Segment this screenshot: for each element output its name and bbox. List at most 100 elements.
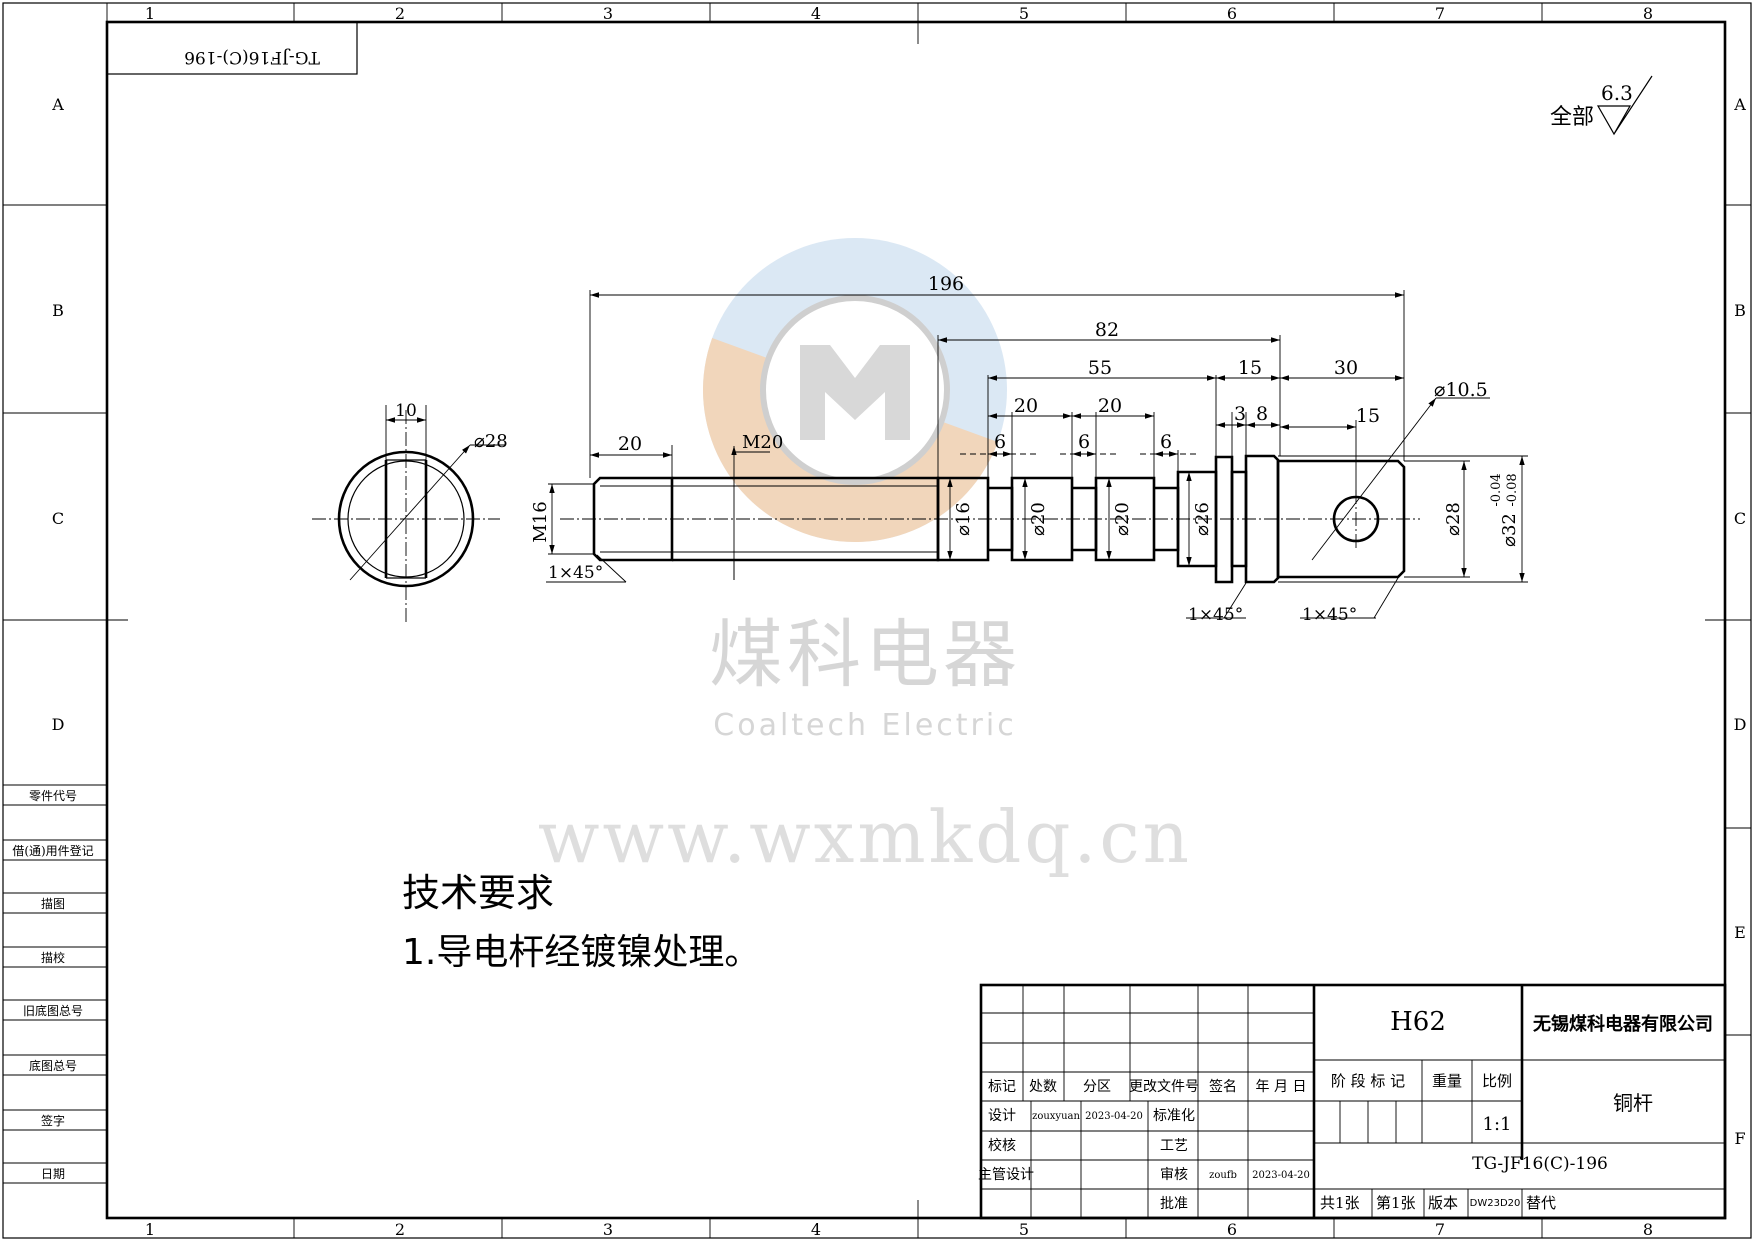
tb-header: 更改文件号	[1129, 1079, 1199, 1095]
col-label: 6	[1227, 1220, 1237, 1239]
roughness-value: 6.3	[1601, 81, 1633, 105]
tb-replace-label: 替代	[1526, 1194, 1556, 1212]
tb-design-label: 设计	[988, 1108, 1016, 1124]
surface-roughness-symbol: 全部 6.3	[1550, 75, 1653, 136]
col-label: 4	[811, 1220, 821, 1239]
tb-process-label: 工艺	[1160, 1138, 1188, 1154]
tb-sheet-no: 第1张	[1376, 1194, 1416, 1212]
col-label: 2	[395, 4, 405, 23]
row-label: E	[1734, 923, 1746, 942]
row-label: C	[1734, 509, 1746, 528]
tb-stage-label: 阶 段 标 记	[1331, 1072, 1405, 1090]
tb-part-name: 铜杆	[1613, 1091, 1653, 1115]
dim-82: 82	[1095, 319, 1119, 341]
tb-scale-label: 比例	[1482, 1072, 1512, 1090]
dim-chamfer-flange: 1×45°	[1188, 605, 1243, 625]
dim-chamfer-left: 1×45°	[548, 563, 603, 583]
tb-drawing-no: TG-JF16(C)-196	[1472, 1154, 1608, 1174]
row-label: A	[51, 95, 64, 114]
register-label: 借(通)用件登记	[12, 843, 93, 858]
dim-dia32: ⌀32	[1499, 513, 1520, 547]
tb-chief-label: 主管设计	[978, 1167, 1034, 1183]
register-label: 日期	[41, 1167, 65, 1181]
row-label: C	[52, 509, 64, 528]
col-label: 6	[1227, 4, 1237, 23]
dim-dia20-second: ⌀20	[1112, 502, 1133, 536]
dim-dia32-tol-lower: -0.08	[1505, 473, 1520, 506]
register-label: 签字	[41, 1113, 65, 1128]
tb-company: 无锡煤科电器有限公司	[1533, 1013, 1713, 1035]
tb-version: DW23D20	[1470, 1198, 1521, 1209]
watermark-cn: 煤科电器	[709, 612, 1021, 698]
tb-scale: 1:1	[1483, 1114, 1512, 1135]
dim-6-groove2: 6	[1078, 431, 1090, 453]
dim-dia28-head: ⌀28	[1443, 502, 1464, 536]
col-label: 4	[811, 4, 821, 23]
col-label: 3	[603, 1220, 613, 1239]
stamp-text: TG-JF16(C)-196	[184, 47, 320, 67]
register-label: 描图	[41, 897, 65, 911]
watermark: 煤科电器 Coaltech Electric www.wxmkdq.cn	[538, 238, 1189, 879]
drawing-number-stamp: TG-JF16(C)-196	[106, 21, 358, 75]
dim-20-step1: 20	[1014, 395, 1038, 417]
dim-dia32-tol-upper: -0.04	[1489, 473, 1504, 506]
dim-m20-thread: M20	[742, 432, 783, 453]
dim-20-step2: 20	[1098, 395, 1122, 417]
dimensions: 196 82 55 15 30 20 20 3 8 15 6 6 6	[530, 273, 1528, 625]
register-label: 零件代号	[29, 789, 77, 803]
tb-header: 标记	[988, 1079, 1016, 1095]
technical-requirements: 技术要求 1.导电杆经镀镍处理。	[402, 871, 760, 973]
dim-30: 30	[1334, 357, 1358, 379]
register-label: 描校	[41, 950, 65, 965]
tech-req-title: 技术要求	[402, 871, 554, 915]
col-label: 3	[603, 4, 613, 23]
tb-designer: zouxyuan	[1032, 1111, 1080, 1122]
row-label: D	[52, 715, 65, 734]
title-block: 标记 处数 分区 更改文件号 签名 年 月 日 设计 zouxyuan 2023…	[978, 983, 1727, 1220]
register-label: 旧底图总号	[23, 1003, 83, 1018]
col-label: 8	[1643, 4, 1653, 23]
tb-approve-label: 批准	[1160, 1196, 1188, 1212]
row-label: F	[1734, 1129, 1745, 1148]
dim-6-groove1: 6	[994, 431, 1006, 453]
tb-sheets-total: 共1张	[1320, 1194, 1360, 1212]
col-label: 1	[145, 1220, 155, 1239]
logo-mark-icon	[800, 345, 910, 440]
watermark-en: Coaltech Electric	[713, 708, 1016, 743]
row-label: B	[52, 301, 64, 320]
tb-design-date: 2023-04-20	[1085, 1111, 1143, 1122]
tb-material: H62	[1390, 1007, 1446, 1037]
tb-version-label: 版本	[1428, 1194, 1458, 1212]
dim-20-thread: 20	[618, 433, 642, 455]
dim-3: 3	[1234, 403, 1246, 425]
roughness-label: 全部	[1550, 105, 1594, 130]
dim-dia16: ⌀16	[953, 502, 974, 536]
dim-overall-length: 196	[928, 273, 964, 295]
register-label: 底图总号	[29, 1058, 77, 1073]
dim-55: 55	[1088, 357, 1112, 379]
col-label: 7	[1435, 4, 1445, 23]
tb-check-label: 校核	[988, 1137, 1016, 1154]
tb-std-label: 标准化	[1153, 1108, 1195, 1124]
dim-dia20-first: ⌀20	[1028, 502, 1049, 536]
tb-weight-label: 重量	[1432, 1072, 1462, 1090]
dim-6-groove3: 6	[1160, 431, 1172, 453]
tb-reviewer: zoufb	[1209, 1170, 1237, 1181]
row-label: D	[1734, 715, 1747, 734]
dim-chamfer-head: 1×45°	[1302, 605, 1357, 625]
col-label: 2	[395, 1220, 405, 1239]
dim-dia10-5-hole: ⌀10.5	[1434, 379, 1488, 401]
tb-header: 分区	[1083, 1079, 1111, 1095]
section-view: 10 ⌀28	[312, 401, 508, 625]
tb-header: 年 月 日	[1256, 1079, 1307, 1095]
left-register-column: 零件代号 借(通)用件登记 描图 描校 旧底图总号 底图总号 签字 日期	[3, 784, 107, 1184]
col-label: 5	[1019, 4, 1029, 23]
col-label: 5	[1019, 1220, 1029, 1239]
dim-8: 8	[1256, 403, 1268, 425]
col-label: 7	[1435, 1220, 1445, 1239]
shaft-main-view	[560, 454, 1420, 584]
tb-header: 处数	[1029, 1079, 1057, 1095]
tb-review-date: 2023-04-20	[1252, 1170, 1310, 1181]
